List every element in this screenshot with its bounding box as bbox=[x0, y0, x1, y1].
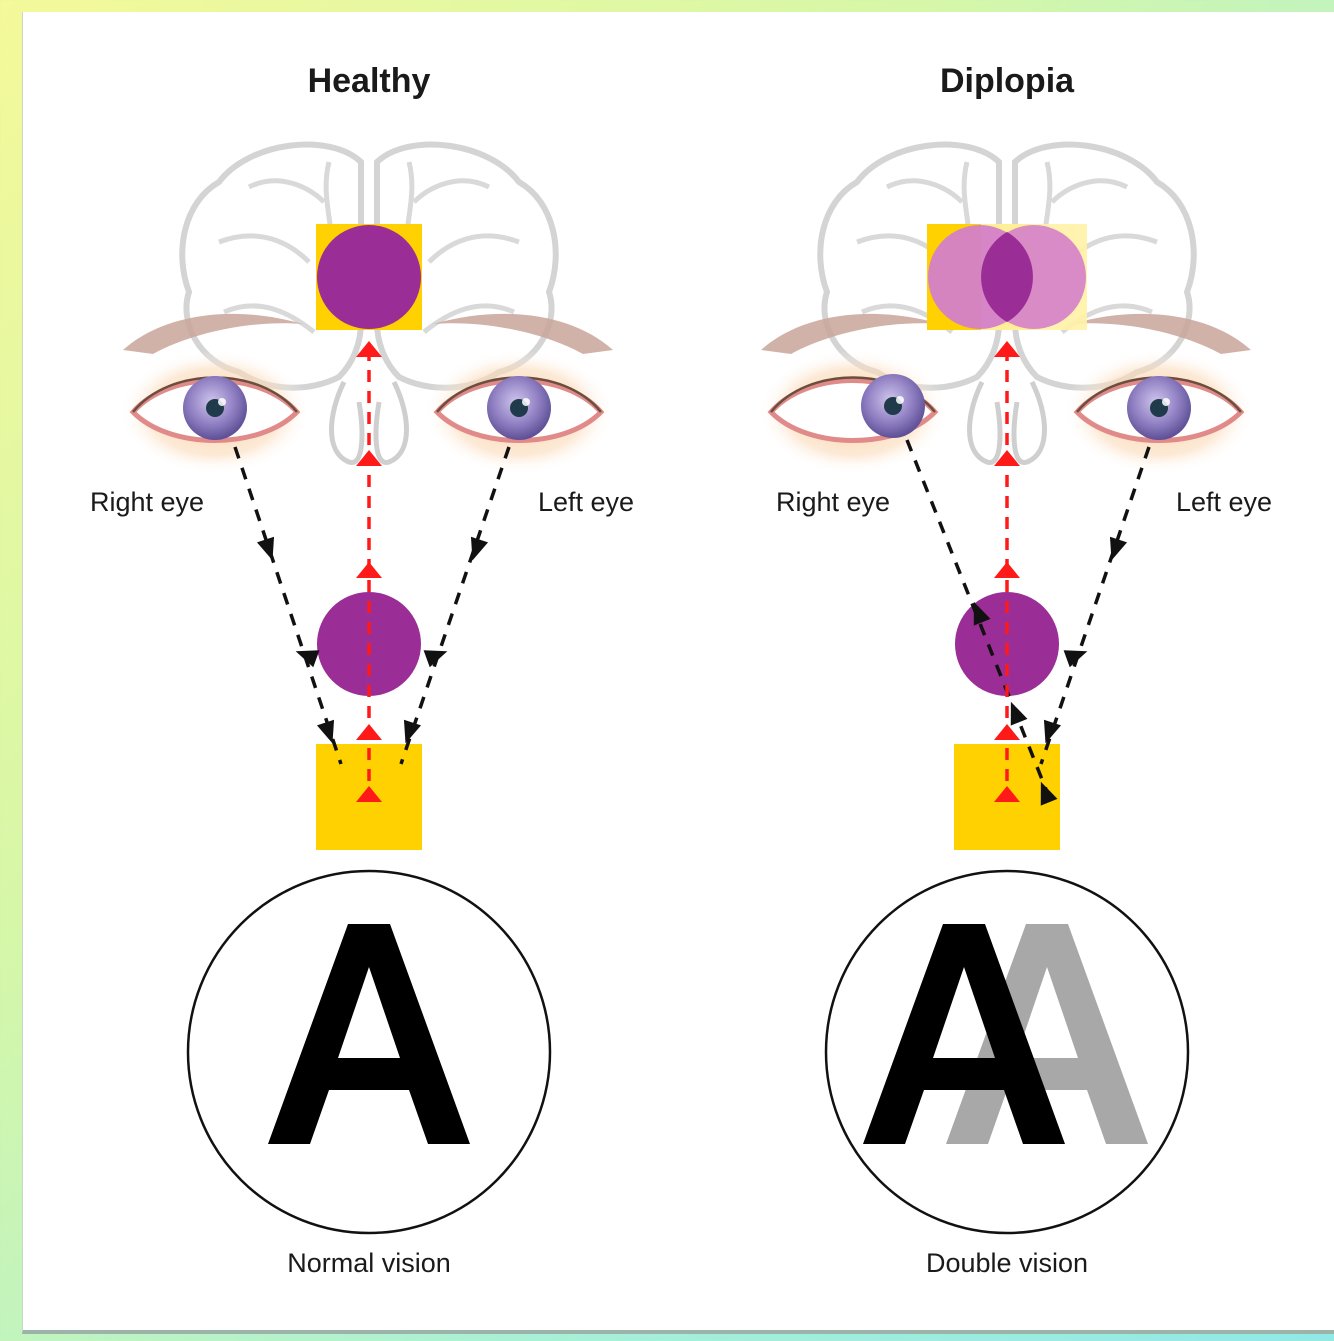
diplopia-right-eye-label: Right eye bbox=[776, 487, 890, 517]
diplopia-left-eye-path bbox=[1041, 447, 1149, 764]
healthy-right-eye-icon bbox=[120, 350, 310, 474]
healthy-right-eyebrow bbox=[123, 314, 303, 354]
diplopia-right-eyebrow bbox=[761, 314, 941, 354]
healthy-left-eye-path bbox=[401, 447, 509, 764]
healthy-left-eyebrow bbox=[433, 314, 613, 354]
diplopia-title: Diplopia bbox=[940, 62, 1075, 100]
healthy-left-eye-icon bbox=[424, 350, 614, 474]
diplopia-panel: Diplopia Right eye Left eye bbox=[758, 62, 1272, 1278]
healthy-right-eye-label: Right eye bbox=[90, 487, 204, 517]
diplopia-left-eyebrow bbox=[1071, 314, 1251, 354]
healthy-right-eye-path bbox=[235, 447, 341, 764]
diplopia-left-eye-label: Left eye bbox=[1176, 487, 1272, 517]
healthy-panel: Healthy Right eye Left eye bbox=[90, 62, 634, 1278]
diplopia-diagram: Healthy Right eye Left eye bbox=[23, 12, 1334, 1330]
diplopia-right-eye-icon bbox=[758, 350, 948, 474]
healthy-brain-image-circle bbox=[317, 225, 421, 329]
diagram-panel: Healthy Right eye Left eye bbox=[22, 12, 1334, 1334]
healthy-caption: Normal vision bbox=[287, 1248, 451, 1278]
healthy-left-eye-label: Left eye bbox=[538, 487, 634, 517]
healthy-title: Healthy bbox=[308, 62, 431, 100]
diplopia-caption: Double vision bbox=[926, 1248, 1088, 1278]
diplopia-left-eye-icon bbox=[1064, 350, 1254, 474]
